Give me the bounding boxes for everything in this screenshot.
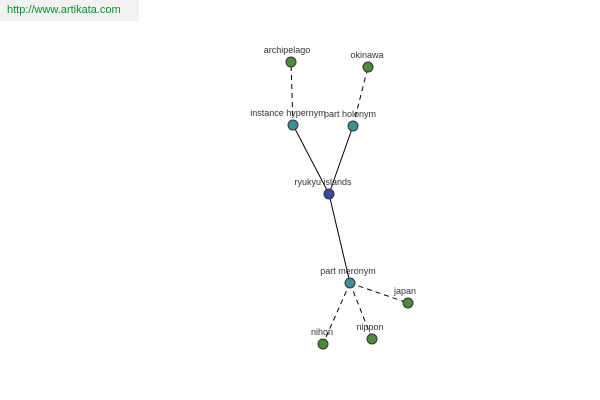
node-nippon[interactable] [366, 333, 378, 345]
edge-meronym-nihon [322, 282, 351, 345]
node-label-meronym: part meronym [320, 266, 376, 276]
edge-ryukyu-holonym [328, 125, 354, 195]
node-archipelago[interactable] [285, 56, 297, 68]
node-ryukyu[interactable] [323, 188, 335, 200]
edge-hypernym-archipelago [290, 61, 294, 126]
node-label-hypernym: instance hypernym [250, 108, 326, 118]
node-label-holonym: part holonym [324, 109, 376, 119]
edge-ryukyu-meronym [328, 193, 351, 284]
node-nihon[interactable] [317, 338, 329, 350]
node-label-okinawa: okinawa [350, 50, 383, 60]
edge-meronym-nippon [349, 282, 373, 340]
graph-edges [290, 61, 409, 345]
node-label-nippon: nippon [356, 322, 383, 332]
node-label-archipelago: archipelago [264, 45, 311, 55]
node-label-japan: japan [393, 286, 416, 296]
node-meronym[interactable] [344, 277, 356, 289]
node-okinawa[interactable] [362, 61, 374, 73]
edge-meronym-japan [349, 282, 409, 304]
edge-holonym-okinawa [352, 66, 369, 127]
node-hypernym[interactable] [287, 119, 299, 131]
graph-nodes [285, 56, 414, 350]
edge-ryukyu-hypernym [292, 124, 330, 195]
watermark-link[interactable]: http://www.artikata.com [7, 4, 121, 16]
node-japan[interactable] [402, 297, 414, 309]
node-holonym[interactable] [347, 120, 359, 132]
node-label-nihon: nihon [311, 327, 333, 337]
watermark: http://www.artikata.com [0, 0, 139, 21]
node-label-ryukyu: ryukyu islands [294, 177, 352, 187]
